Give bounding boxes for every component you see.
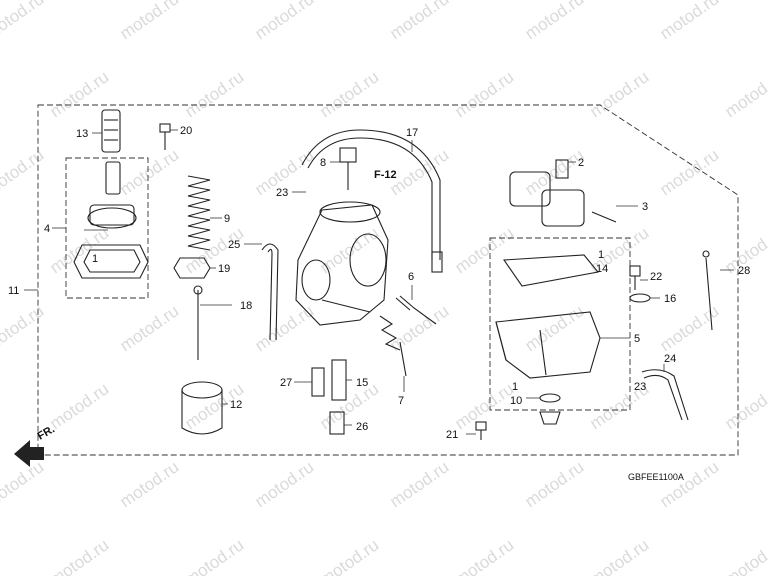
watermark-text: motod.ru [251, 457, 317, 511]
watermark-text: motod.ru [521, 457, 587, 511]
watermark-text: motod.ru [386, 0, 452, 43]
callout-1c: 1 [512, 381, 518, 393]
float-bowl-part [495, 311, 601, 379]
callout-20: 20 [180, 125, 192, 137]
watermark-text: motod.ru [656, 457, 722, 511]
callout-23a: 23 [276, 187, 288, 199]
breather-tube-part [261, 243, 279, 341]
bowl-screw-parts [629, 265, 651, 303]
callout-4: 4 [44, 223, 50, 235]
watermark-text: motod.ru [181, 67, 247, 121]
assembly-boundary [37, 104, 739, 456]
watermark-text: motod.ru [451, 535, 517, 576]
callout-27: 27 [280, 377, 292, 389]
callout-10: 10 [510, 395, 522, 407]
float-parts [509, 159, 617, 227]
watermark-text: motod.ru [586, 535, 652, 576]
watermark-text: motod.ru [451, 379, 517, 433]
cable-part [301, 129, 443, 273]
filter-part [101, 109, 121, 153]
watermark-text: motod.ru [181, 535, 247, 576]
callout-18: 18 [240, 300, 252, 312]
callout-5: 5 [634, 333, 640, 345]
watermark-text: motod.ru [721, 67, 768, 121]
callout-19: 19 [218, 263, 230, 275]
watermark-text: motod.ru [0, 301, 47, 355]
watermark-text: motod.ru [316, 67, 382, 121]
watermark-text: motod.ru [0, 145, 47, 199]
watermark-text: motod.ru [386, 301, 452, 355]
watermark-text: motod.ru [586, 67, 652, 121]
watermark-text: motod.ru [116, 145, 182, 199]
callout-2: 2 [578, 157, 584, 169]
callout-22: 22 [650, 271, 662, 283]
nut-part [173, 257, 211, 279]
callout-25: 25 [228, 239, 240, 251]
leader-lines [24, 129, 734, 435]
float-bowl-gasket [502, 254, 600, 287]
pin-part [702, 250, 713, 331]
watermark-text: motod.ru [721, 535, 768, 576]
watermark-text: motod.ru [451, 223, 517, 277]
callout-3: 3 [642, 201, 648, 213]
needle-part [193, 285, 203, 360]
watermark-text: motod.ru [116, 301, 182, 355]
watermark-text: motod.ru [116, 457, 182, 511]
callout-21: 21 [446, 429, 458, 441]
watermark-text: motod.ru [656, 145, 722, 199]
watermark-text: motod.ru [0, 457, 47, 511]
mixture-screw-parts [379, 295, 437, 377]
callout-6: 6 [408, 271, 414, 283]
watermark-text: motod.ru [46, 379, 112, 433]
callout-9: 9 [224, 213, 230, 225]
watermark-text: motod.ru [521, 0, 587, 43]
drain-plug-part [539, 393, 561, 425]
watermark-text: motod.ru [0, 0, 47, 43]
watermark-text: motod.ru [386, 457, 452, 511]
watermark-text: motod.ru [521, 301, 587, 355]
callout-15: 15 [356, 377, 368, 389]
overflow-tube-part [641, 369, 689, 421]
callout-13: 13 [76, 128, 88, 140]
idle-screw-part [339, 147, 357, 190]
watermark-text: motod.ru [656, 0, 722, 43]
watermark-text: motod.ru [451, 67, 517, 121]
callout-26: 26 [356, 421, 368, 433]
screw-part [159, 123, 171, 150]
callout-7: 7 [398, 395, 404, 407]
watermark-text: motod.ru [721, 379, 768, 433]
callout-1b: 1 [598, 249, 604, 261]
watermark-text: motod.ru [316, 223, 382, 277]
callout-28: 28 [738, 265, 750, 277]
callout-23b: 23 [634, 381, 646, 393]
callout-11: 11 [8, 285, 19, 297]
watermark-text: motod.ru [316, 535, 382, 576]
watermark-text: motod.ru [116, 0, 182, 43]
callout-24: 24 [664, 353, 676, 365]
front-direction-arrow-icon [14, 440, 44, 467]
callout-12: 12 [230, 399, 242, 411]
carburetor-body [295, 201, 389, 326]
top-cap-part [87, 161, 137, 229]
callout-14: 14 [596, 263, 608, 275]
drain-screw-part [475, 421, 487, 440]
callout-8: 8 [320, 157, 326, 169]
callout-17: 17 [406, 127, 418, 139]
callout-1a: 1 [92, 253, 98, 265]
watermark-text: motod.ru [46, 535, 112, 576]
throttle-valve-part [181, 381, 223, 435]
callout-16: 16 [664, 293, 676, 305]
watermark-text: motod.ru [251, 301, 317, 355]
section-ref-label: F-12 [374, 169, 397, 181]
spring-part [187, 175, 211, 251]
diagram-code: GBFEE1100A [628, 472, 684, 482]
watermark-text: motod.ru [251, 0, 317, 43]
sub-assembly-box-float [489, 237, 631, 411]
gasket-part [73, 244, 149, 279]
